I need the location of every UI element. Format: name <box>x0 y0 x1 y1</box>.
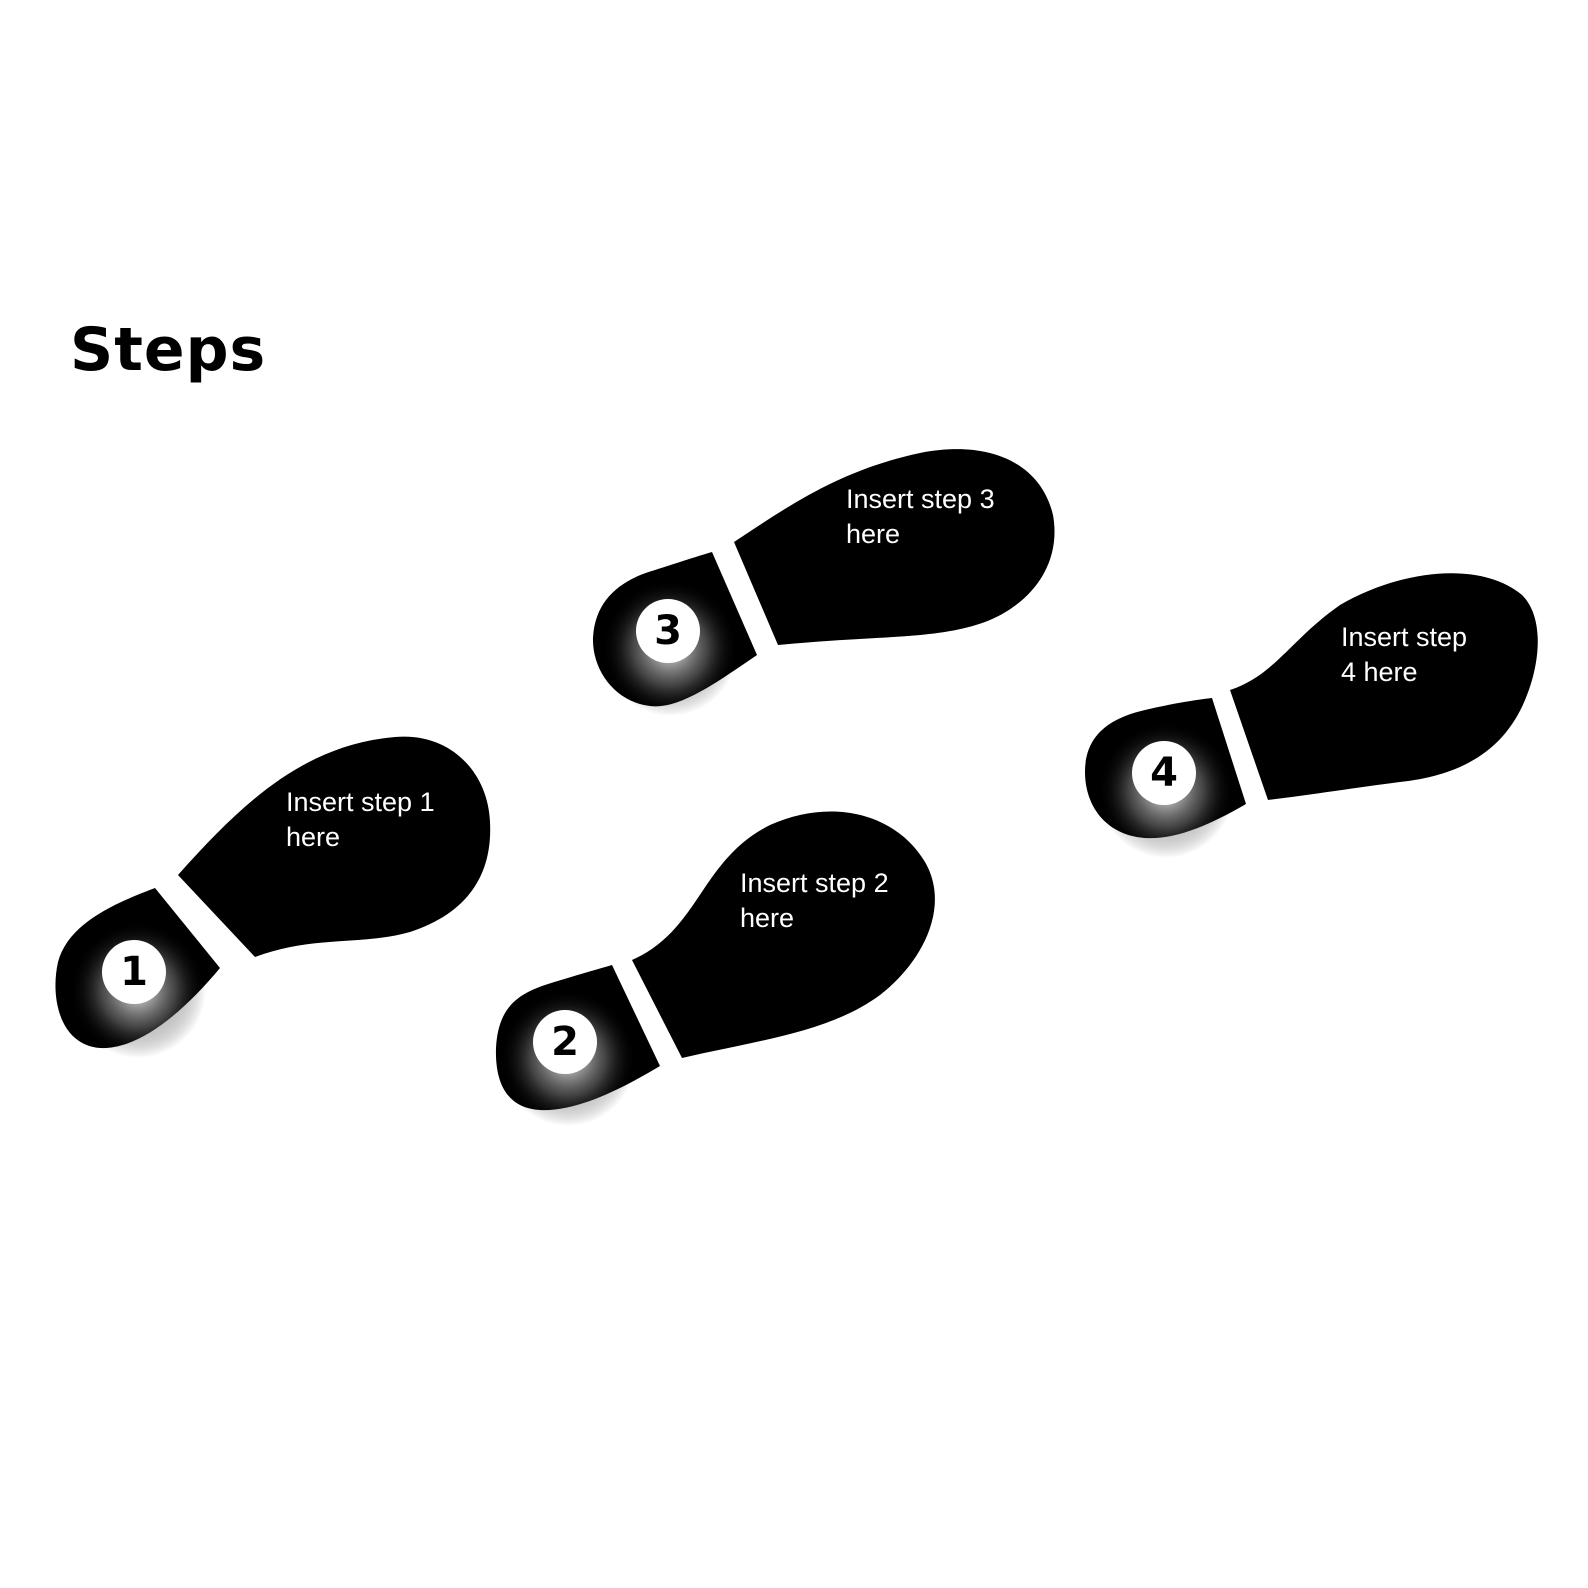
step-1-text-line2: here <box>286 822 340 852</box>
step-4-text-line2: 4 here <box>1341 657 1418 687</box>
step-2-text-line1: Insert step 2 <box>740 868 889 898</box>
step-4-badge <box>1132 741 1196 805</box>
step-1-sole <box>178 736 491 957</box>
step-1-text-line1: Insert step 1 <box>286 787 435 817</box>
step-1-number: 1 <box>120 949 148 995</box>
step-4-footprint: 4 Insert step 4 here <box>1085 573 1538 858</box>
step-1-badge <box>102 940 166 1004</box>
step-4-text-line1: Insert step <box>1341 622 1467 652</box>
step-3-text-line1: Insert step 3 <box>846 484 995 514</box>
step-4-number: 4 <box>1150 750 1178 796</box>
step-1-footprint: 1 Insert step 1 here <box>55 736 491 1058</box>
step-2-text-line2: here <box>740 903 794 933</box>
step-3-badge <box>636 599 700 663</box>
step-3-sole <box>734 449 1055 645</box>
step-2-badge <box>533 1010 597 1074</box>
step-2-number: 2 <box>551 1019 579 1065</box>
page-title: Steps <box>70 315 267 385</box>
step-3-number: 3 <box>654 608 682 654</box>
step-3-text-line2: here <box>846 519 900 549</box>
step-3-footprint: 3 Insert step 3 here <box>592 449 1055 716</box>
step-2-sole <box>632 811 935 1058</box>
step-2-footprint: 2 Insert step 2 here <box>495 811 935 1126</box>
step-4-sole <box>1230 573 1538 800</box>
